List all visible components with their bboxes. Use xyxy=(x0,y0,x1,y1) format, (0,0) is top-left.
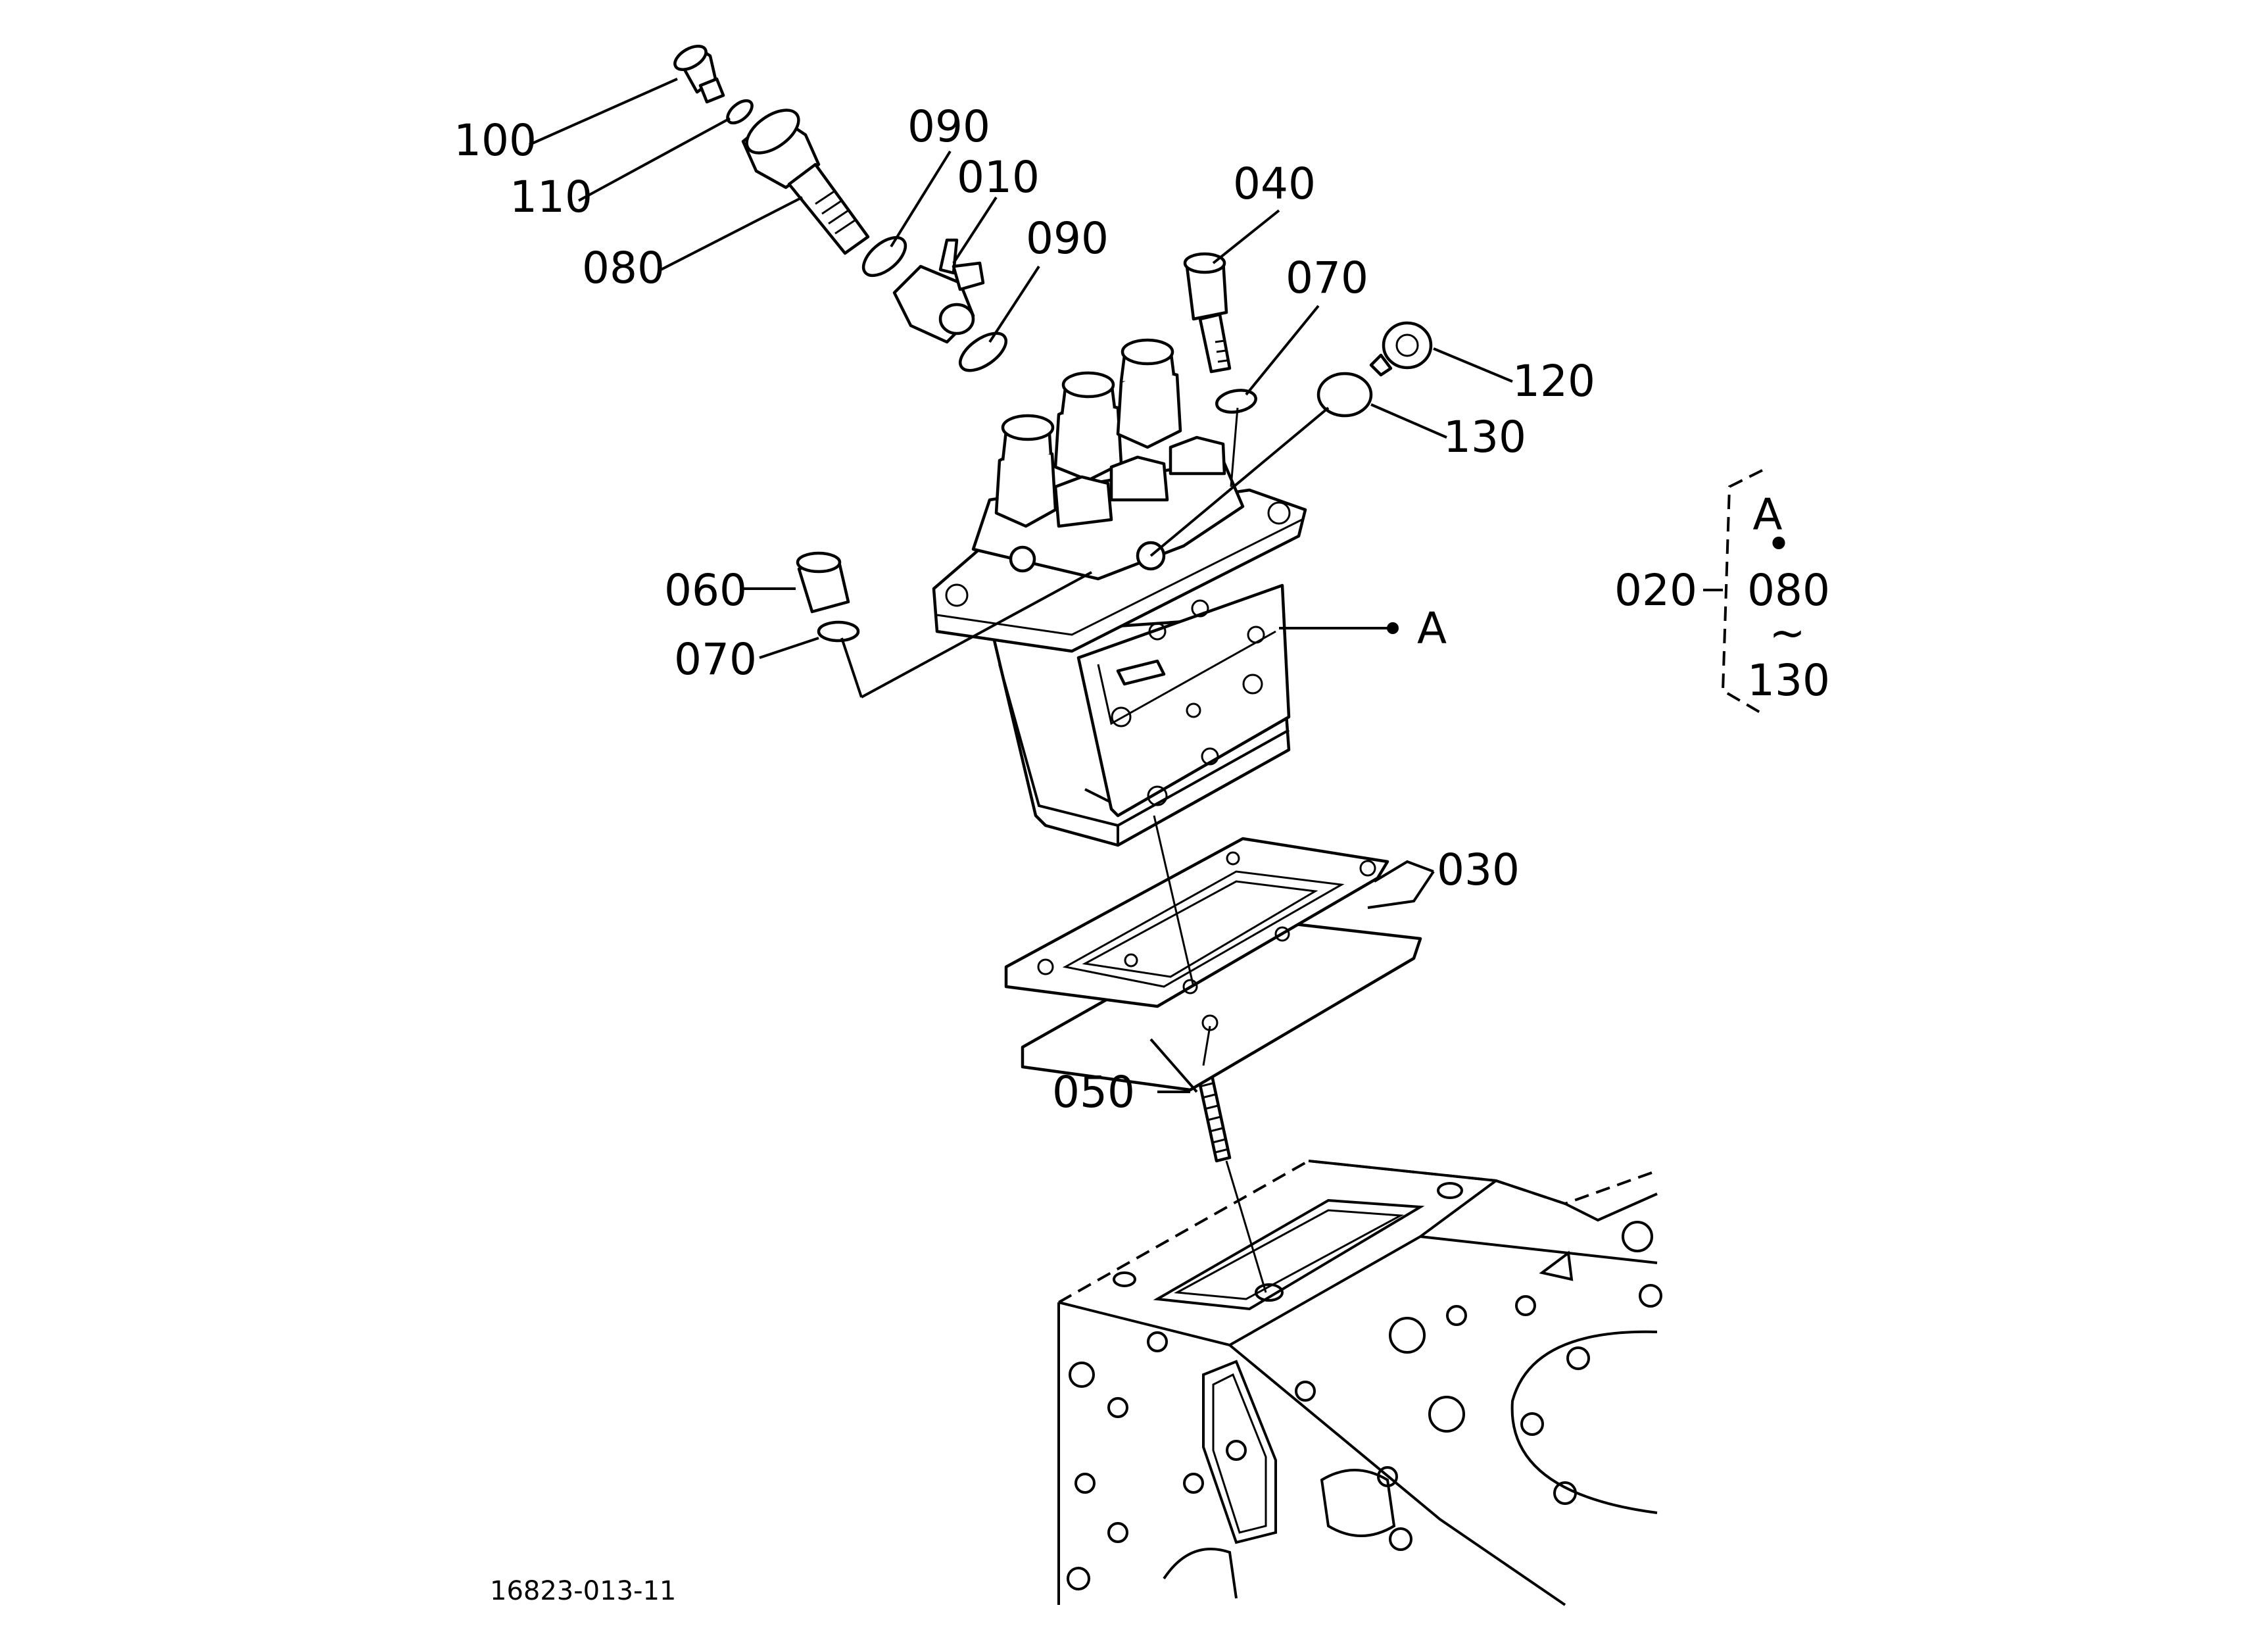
leader-lines xyxy=(529,78,1513,1293)
bolt-100 xyxy=(673,44,725,104)
kit-range-to: 130 xyxy=(1747,655,1830,706)
callout-090-upper: 090 xyxy=(907,101,990,152)
kit-dot: • xyxy=(1766,519,1792,570)
callout-010: 010 xyxy=(957,152,1040,203)
delivery-valve-holders xyxy=(994,338,1226,528)
callout-050: 050 xyxy=(1052,1067,1135,1118)
callout-A: A xyxy=(1417,603,1447,654)
engine-block xyxy=(1057,1159,1662,1606)
callout-040: 040 xyxy=(1233,159,1316,209)
callout-130: 130 xyxy=(1443,412,1526,462)
callout-080: 080 xyxy=(582,243,665,293)
plug-060 xyxy=(796,551,850,614)
drawing-number: 16823-013-11 xyxy=(490,1576,676,1606)
callout-110: 110 xyxy=(510,172,592,222)
callout-labels: 100 110 080 090 010 090 040 070 120 130 … xyxy=(454,101,1595,1118)
kit-range-tilde: ~ xyxy=(1769,608,1805,658)
kit-legend-020: 020 A • 080 ~ 130 xyxy=(1614,469,1830,715)
plug-120 xyxy=(1369,321,1433,377)
kit-bracket xyxy=(1721,469,1764,715)
washer-130 xyxy=(1316,372,1373,418)
anchor-dot xyxy=(1387,622,1399,634)
kit-letter: A xyxy=(1752,489,1782,540)
fitting-010 xyxy=(892,238,985,344)
eye-bolt-080 xyxy=(741,109,870,255)
washer-090-upper xyxy=(861,235,907,278)
callout-070-upper: 070 xyxy=(1286,253,1368,303)
gasket-030 xyxy=(1004,837,1422,1092)
callout-030: 030 xyxy=(1437,845,1520,895)
washer-070-upper xyxy=(1215,389,1257,414)
callout-060: 060 xyxy=(664,565,747,616)
callout-070-lower: 070 xyxy=(674,634,757,685)
washer-070-lower xyxy=(817,620,860,643)
callout-090-lower: 090 xyxy=(1026,213,1109,264)
callout-120: 120 xyxy=(1512,356,1595,406)
kit-range-from: 080 xyxy=(1747,565,1830,616)
bolt-040 xyxy=(1183,252,1232,374)
washer-090-lower xyxy=(959,332,1007,372)
callout-100: 100 xyxy=(454,115,537,166)
injection-pump-A xyxy=(932,338,1307,847)
washer-110 xyxy=(726,99,754,125)
callout-020: 020 xyxy=(1614,565,1697,616)
